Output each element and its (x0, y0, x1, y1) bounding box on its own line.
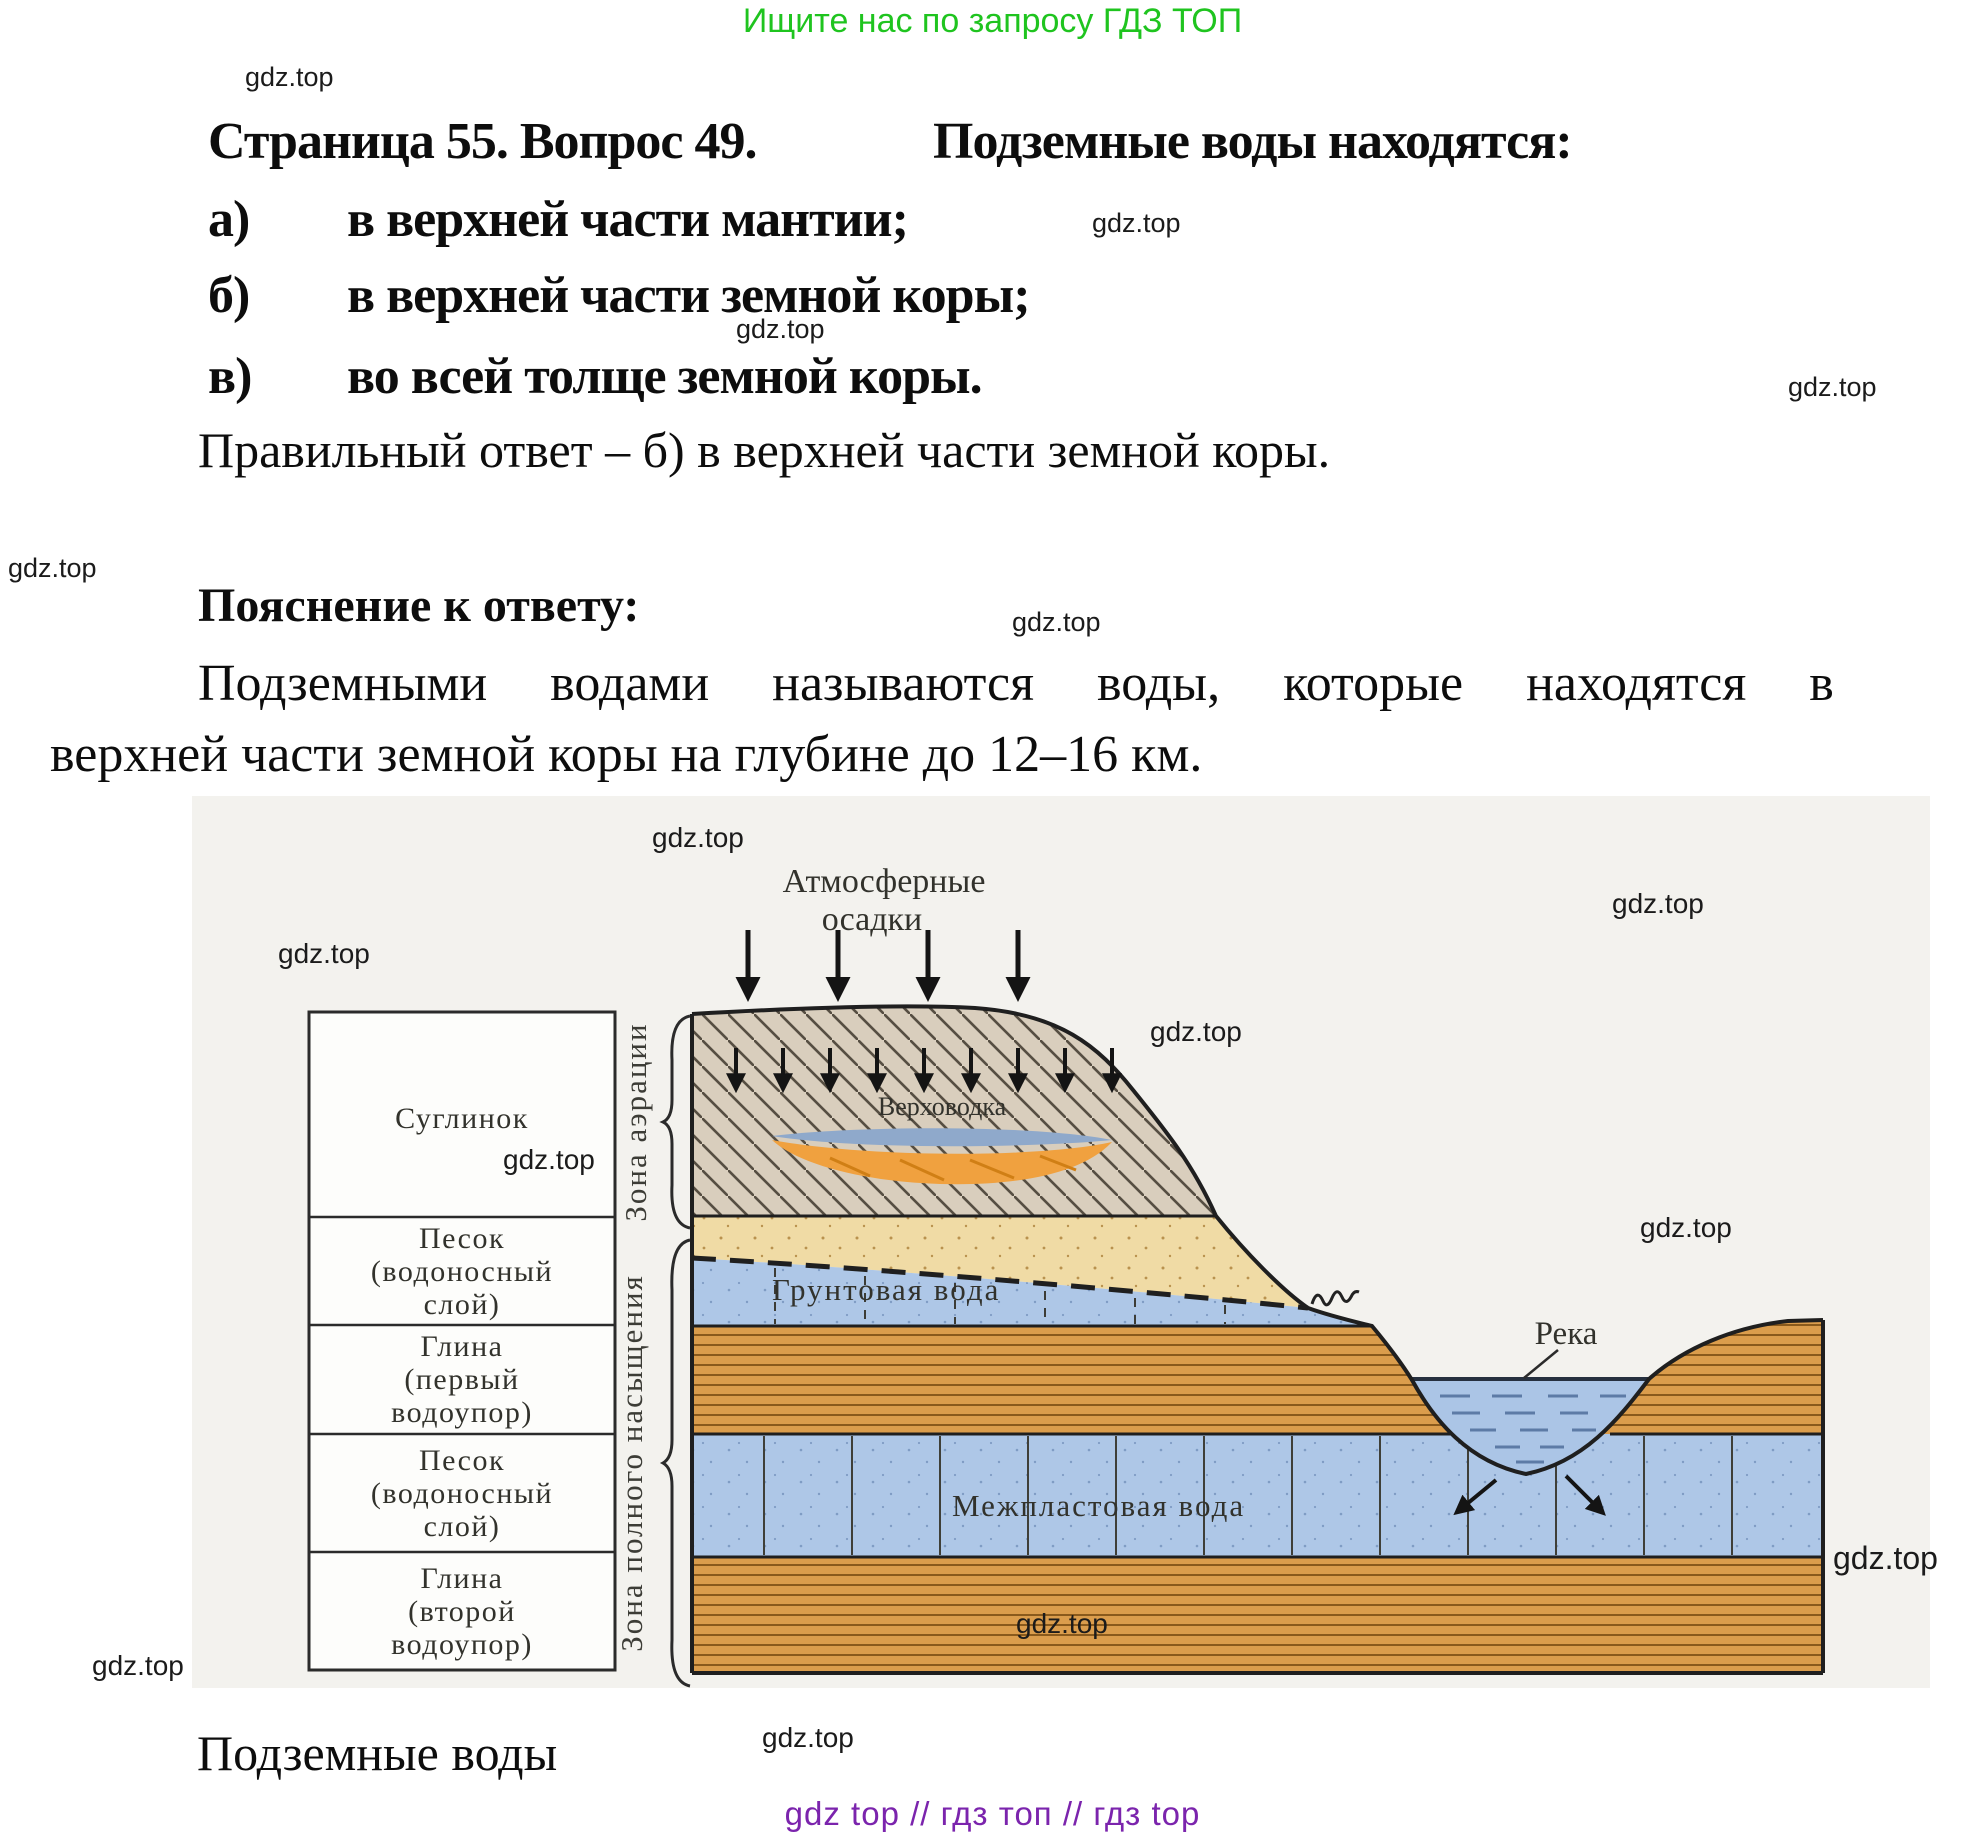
river-label-pointer (1523, 1349, 1559, 1379)
groundwater-diagram: Суглинок Песок (водоносный слой) Глина (… (192, 796, 1930, 1688)
column-label-sand1-l2: (водоносный (371, 1255, 553, 1288)
column-label-clay2-l2: (второй (408, 1595, 516, 1628)
precipitation-arrows (735, 930, 1031, 1002)
option-v-letter: в) (208, 348, 252, 405)
option-a-text: в верхней части мантии; (347, 191, 909, 248)
column-label-sand1-l1: Песок (419, 1222, 505, 1255)
explanation-line2: верхней части земной коры на глубине до … (50, 726, 1203, 783)
watermark: gdz.top (1640, 1212, 1732, 1243)
column-label-sand2-l3: слой) (424, 1510, 501, 1543)
groundwater-area (692, 1258, 1372, 1326)
zone-saturation-label: Зона полного насыщения (614, 1274, 649, 1652)
precipitation-label-line1: Атмосферные (783, 863, 986, 900)
section-border (690, 1014, 1825, 1675)
promo-header: Ищите нас по запросу ГДЗ ТОП (742, 2, 1243, 40)
watermark: gdz.top (245, 62, 334, 92)
column-label-clay1-l1: Глина (421, 1330, 504, 1363)
correct-answer: Правильный ответ – б) в верхней части зе… (198, 422, 1331, 478)
interlayer-water-label: Межпластовая вода (952, 1488, 1245, 1523)
river-label: Река (1535, 1316, 1598, 1352)
watermark: gdz.top (1012, 607, 1101, 637)
watermark: gdz.top (1092, 208, 1181, 238)
column-label-clay2-l1: Глина (421, 1562, 504, 1595)
option-a-letter: а) (208, 191, 250, 248)
infiltration-arrows (726, 1048, 1122, 1094)
verhovodka-lens-top (772, 1128, 1112, 1147)
watermark: gdz.top (652, 822, 744, 853)
spring-squiggle (1310, 1290, 1360, 1307)
second-clay-area (692, 1557, 1823, 1673)
strat-column-dividers (309, 1215, 615, 1554)
column-label-sand2-l1: Песок (419, 1444, 505, 1477)
option-b-text: в верхней части земной коры; (347, 267, 1031, 324)
strat-column-box (307, 1010, 617, 1672)
layer-boundaries (692, 1214, 1823, 1559)
river-ripples (1440, 1394, 1626, 1464)
precipitation-label-line2: осадки (822, 901, 922, 938)
watermark: gdz.top (503, 1144, 595, 1175)
watermark: gdz.top (278, 938, 370, 969)
water-table-dashed-line (691, 1255, 1309, 1311)
verhovodka-label: Верховодка (878, 1092, 1007, 1121)
groundwater-label: Грунтовая вода (772, 1272, 1000, 1307)
zone-saturation-brace (659, 1238, 691, 1688)
interlayer-water-area (692, 1434, 1823, 1557)
watermark: gdz.top (92, 1650, 184, 1681)
column-label-loam: Суглинок (395, 1102, 529, 1135)
page-question-title: Страница 55. Вопрос 49. (208, 113, 757, 170)
option-v-text: во всей толще земной коры. (347, 348, 983, 405)
watermark: gdz.top (1150, 1016, 1242, 1047)
sand-layer-area (692, 1216, 1308, 1308)
watermark: gdz.top (1833, 1540, 1938, 1576)
verhovodka-lens-body (772, 1140, 1112, 1185)
explanation-line1: Подземными водами называются воды, котор… (198, 655, 1834, 712)
groundwater-dashes (774, 1268, 1226, 1324)
watermark: gdz.top (8, 553, 97, 583)
zone-aeration-brace (659, 1014, 691, 1230)
question-text: Подземные воды находятся: (933, 113, 1573, 170)
column-label-clay2-l3: водоупор) (391, 1628, 533, 1661)
site-footer: gdz top // гдз топ // гдз top (784, 1795, 1201, 1832)
watermark: gdz.top (1016, 1608, 1108, 1639)
river-seepage-arrows (1453, 1474, 1606, 1516)
explanation-heading: Пояснение к ответу: (198, 579, 640, 632)
option-b-letter: б) (208, 267, 250, 324)
terrain-outline (691, 1004, 1824, 1477)
watermark: gdz.top (762, 1722, 854, 1753)
figure-caption: Подземные воды (197, 1725, 558, 1781)
watermark: gdz.top (1788, 372, 1877, 402)
watermark: gdz.top (1612, 888, 1704, 919)
column-label-sand2-l2: (водоносный (371, 1477, 553, 1510)
zone-aeration-label: Зона аэрации (618, 1022, 653, 1221)
column-label-clay1-l2: (первый (404, 1363, 519, 1396)
column-label-sand1-l3: слой) (424, 1288, 501, 1321)
lens-hatch (829, 1154, 1077, 1182)
watermark: gdz.top (736, 314, 825, 344)
column-label-clay1-l3: водоупор) (391, 1396, 533, 1429)
